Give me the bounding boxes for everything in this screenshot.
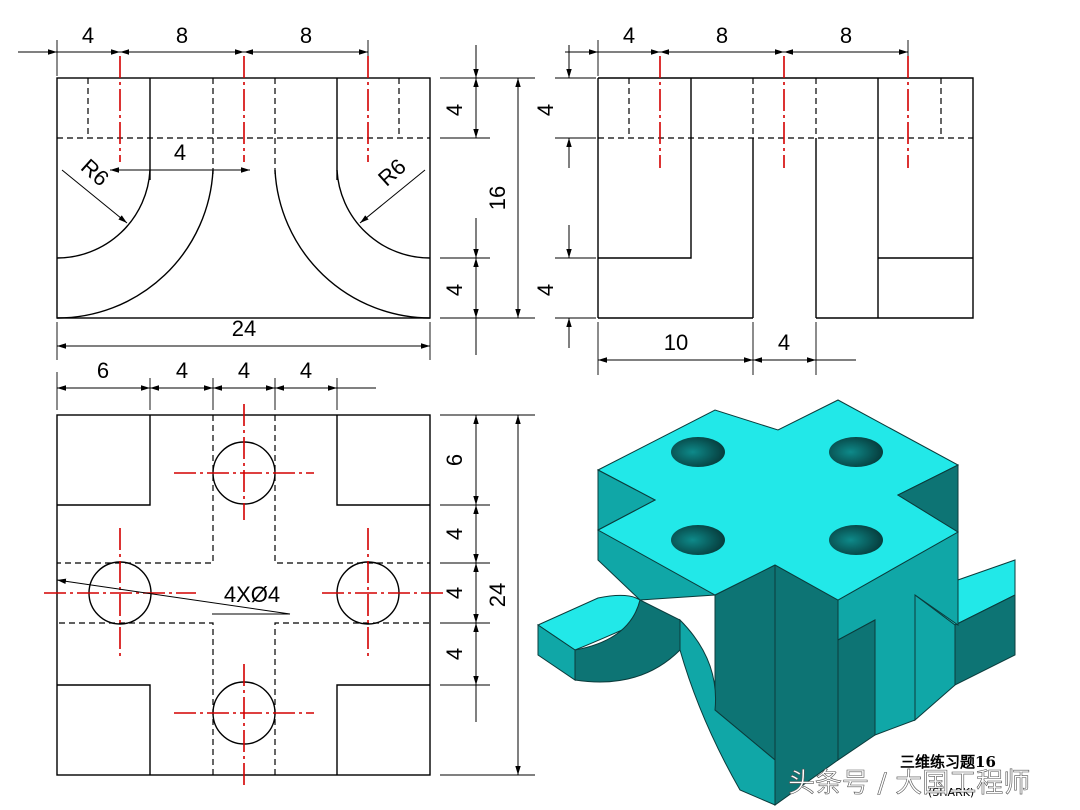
top-corner-notches [57,415,430,775]
top-dim-top-4: 4 [300,358,312,383]
iso-front-curve [679,618,776,806]
front-dim-right-1: 4 [442,104,467,116]
front-view: 4 8 8 4 R6 R6 24 4 16 4 [18,23,535,360]
top-dim-right-3: 4 [442,587,467,599]
front-dim-inner: 4 [174,140,186,165]
exercise-subcaption: (SHARK) [928,786,974,799]
iso-right-inner [837,619,876,761]
iso-top-notch-right [896,464,959,533]
side-view: 4 8 8 4 4 10 4 [533,23,974,375]
front-dim-top-1: 4 [82,23,94,48]
iso-top-notch-left [597,469,657,531]
iso-hole-4 [829,525,883,555]
front-arc-left-outer [56,169,214,319]
front-dim-bottom: 24 [232,316,256,341]
front-arc-right-inner [336,169,431,259]
front-outline [56,77,431,319]
side-dim-left-1: 4 [533,104,558,116]
front-dim-top-2: 8 [176,23,188,48]
isometric-model [536,399,1016,806]
top-view: 4XØ4 6 4 4 4 6 4 4 4 24 [44,358,535,785]
iso-hole-1 [671,437,725,467]
exercise-caption: 三维练习题16 [900,753,996,771]
top-dim-top-2: 4 [176,358,188,383]
front-arc-left-inner [56,169,151,259]
iso-hole-2 [829,437,883,467]
top-dim-right-4: 4 [442,648,467,660]
top-dim-total: 24 [485,583,510,607]
side-dim-top-3: 8 [840,23,852,48]
front-radius-left: R6 [76,154,114,191]
iso-hole-3 [671,525,725,555]
side-dim-top-1: 4 [623,23,635,48]
top-dim-right-2: 4 [442,528,467,540]
top-dim-top-1: 6 [97,358,109,383]
watermark: 头条号 / 大国工程师 [788,768,1030,799]
front-dim-right-3: 4 [442,284,467,296]
front-radius-right: R6 [373,154,411,191]
side-dim-left-2: 4 [533,284,558,296]
top-dim-right-1: 6 [442,454,467,466]
side-dim-bottom-2: 4 [778,330,790,355]
side-outline [597,77,974,319]
top-dim-top-3: 4 [238,358,250,383]
side-dim-bottom-1: 10 [664,330,688,355]
front-dim-top-3: 8 [300,23,312,48]
front-dim-right-2: 16 [485,186,510,210]
side-dim-top-2: 8 [716,23,728,48]
front-arc-right-outer [274,169,431,319]
top-hole-label: 4XØ4 [224,582,280,607]
